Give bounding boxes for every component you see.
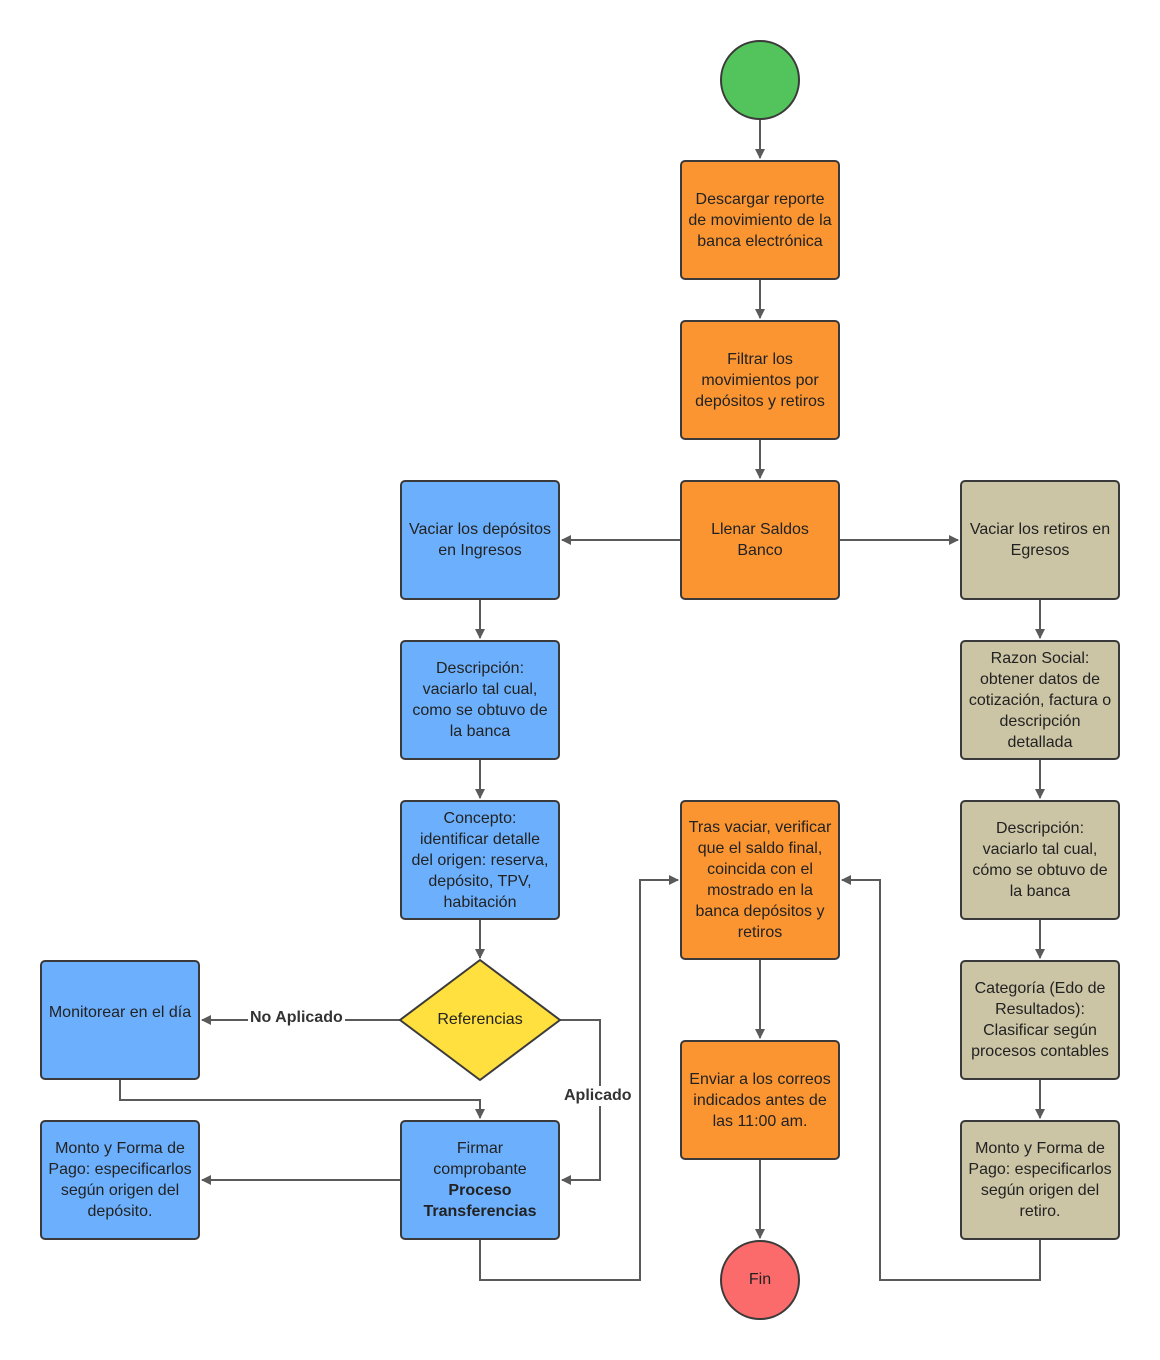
start-node xyxy=(720,40,800,120)
filtrar-movimientos-node: Filtrar los movimientos por depósitos y … xyxy=(680,320,840,440)
llenar-saldos-text: Llenar Saldos Banco xyxy=(711,521,809,559)
proceso-transferencias-text: Proceso Transferencias xyxy=(423,1182,537,1220)
firmar-comprobante-node: Firmar comprobante Proceso Transferencia… xyxy=(400,1120,560,1240)
edge-firmar-tras xyxy=(479,875,679,1281)
referencias-text: Referencias xyxy=(437,1011,523,1028)
tras-vaciar-node: Tras vaciar, verificar que el saldo fina… xyxy=(680,800,840,960)
descripcion-ingresos-node: Descripción: vaciarlo tal cual, como se … xyxy=(400,640,560,760)
vaciar-depositos-node: Vaciar los depósitos en Ingresos xyxy=(400,480,560,600)
no-aplicado-label: No Aplicado xyxy=(248,1008,345,1028)
monitorear-text: Monitorear en el día xyxy=(48,1003,192,1021)
monto-ingresos-node: Monto y Forma de Pago: especificarlos se… xyxy=(40,1120,200,1240)
end-label: Fin xyxy=(748,1271,772,1288)
monitorear-node: Monitorear en el día xyxy=(40,960,200,1080)
tras-vaciar-text: Tras vaciar, verificar que el saldo fina… xyxy=(688,819,832,941)
edge-monitorear-firmar xyxy=(119,1080,485,1119)
llenar-saldos-node: Llenar Saldos Banco xyxy=(680,480,840,600)
firmar-comprobante-text: Firmar comprobante xyxy=(433,1140,527,1178)
referencias-label: Referencias xyxy=(400,1005,560,1035)
monto-ingresos-text: Monto y Forma de Pago: especificarlos se… xyxy=(48,1140,192,1220)
categoria-text: Categoría (Edo de Resultados): Clasifica… xyxy=(971,980,1109,1060)
razon-social-text: Razon Social: obtener datos de cotizació… xyxy=(968,649,1112,751)
referencias-diamond xyxy=(399,959,561,1081)
end-node: Fin xyxy=(720,1240,800,1320)
descargar-reporte-node: Descargar reporte de movimiento de la ba… xyxy=(680,160,840,280)
vaciar-depositos-text: Vaciar los depósitos en Ingresos xyxy=(409,521,551,559)
descripcion-egresos-node: Descripción: vaciarlo tal cual, cómo se … xyxy=(960,800,1120,920)
descripcion-ingresos-text: Descripción: vaciarlo tal cual, como se … xyxy=(412,660,548,740)
concepto-text: Concepto: identificar detalle del origen… xyxy=(411,809,549,911)
monto-egresos-text: Monto y Forma de Pago: especificarlos se… xyxy=(968,1140,1112,1220)
aplicado-label: Aplicado xyxy=(562,1086,634,1106)
concepto-node: Concepto: identificar detalle del origen… xyxy=(400,800,560,920)
edge-monto-tras xyxy=(841,875,1041,1281)
descargar-reporte-text: Descargar reporte de movimiento de la ba… xyxy=(688,190,832,250)
descripcion-egresos-text: Descripción: vaciarlo tal cual, cómo se … xyxy=(972,820,1108,900)
monto-egresos-node: Monto y Forma de Pago: especificarlos se… xyxy=(960,1120,1120,1240)
categoria-node: Categoría (Edo de Resultados): Clasifica… xyxy=(960,960,1120,1080)
filtrar-movimientos-text: Filtrar los movimientos por depósitos y … xyxy=(695,350,825,410)
razon-social-node: Razon Social: obtener datos de cotizació… xyxy=(960,640,1120,760)
vaciar-retiros-text: Vaciar los retiros en Egresos xyxy=(969,521,1111,559)
vaciar-retiros-node: Vaciar los retiros en Egresos xyxy=(960,480,1120,600)
enviar-correos-node: Enviar a los correos indicados antes de … xyxy=(680,1040,840,1160)
enviar-correos-text: Enviar a los correos indicados antes de … xyxy=(689,1070,831,1130)
